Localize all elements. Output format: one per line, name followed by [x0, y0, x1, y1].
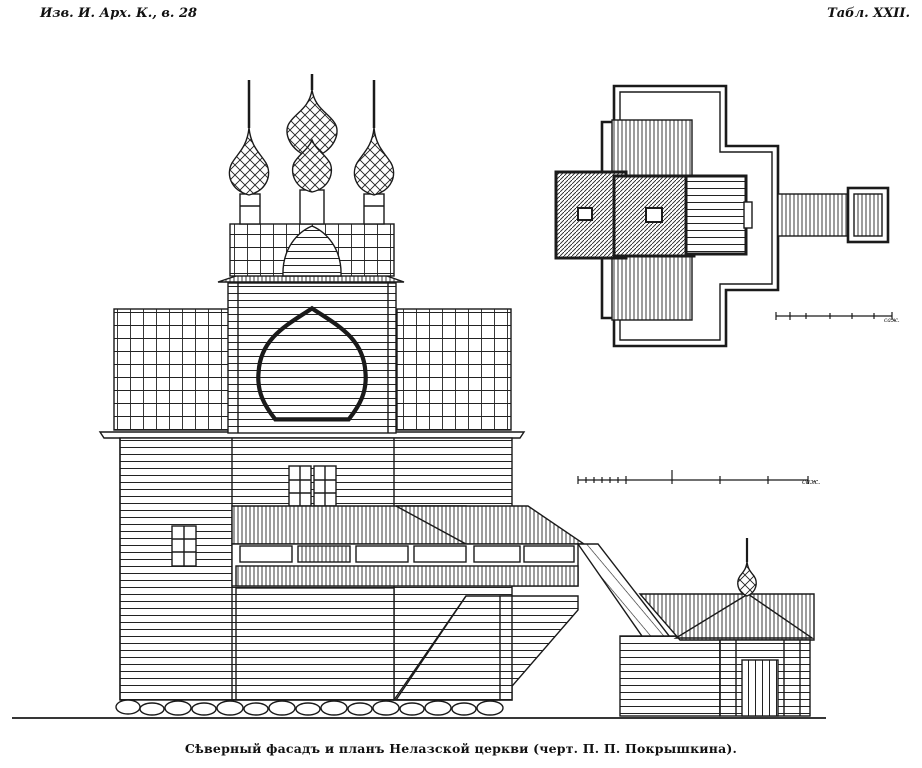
plate-number: Табл. XXII. [827, 6, 910, 21]
plan-scale-label: саж. [884, 317, 900, 324]
figure-caption: Сѣверный фасадъ и планъ Нелазской церкви… [184, 741, 738, 756]
upper-windows [288, 465, 337, 507]
plan-porch-stairs [777, 193, 849, 237]
center-dome [286, 74, 338, 225]
church-plan [554, 84, 890, 348]
plan-central-room [612, 174, 696, 258]
porch-door [741, 659, 779, 717]
facade-scale-label: саж. [802, 478, 820, 486]
side-window [171, 525, 197, 567]
plan-scale-bar [775, 312, 893, 320]
porch [619, 538, 815, 717]
plate-reference: Изв. И. Арх. К., в. 28 [40, 6, 198, 21]
porch-dome [737, 561, 757, 597]
church-facade [12, 74, 826, 719]
plan-altar [684, 174, 748, 256]
right-wing-roof [396, 308, 512, 431]
left-wing-roof [113, 308, 233, 431]
foundation-stones [115, 699, 504, 716]
facade-scale-bar [577, 470, 809, 484]
right-dome [353, 80, 395, 225]
plan-gallery-outline [600, 84, 780, 348]
left-dome [228, 80, 270, 225]
plan-south-arm [611, 251, 693, 321]
central-kokoshnik-dome [282, 225, 342, 277]
porch-gable [673, 593, 815, 639]
